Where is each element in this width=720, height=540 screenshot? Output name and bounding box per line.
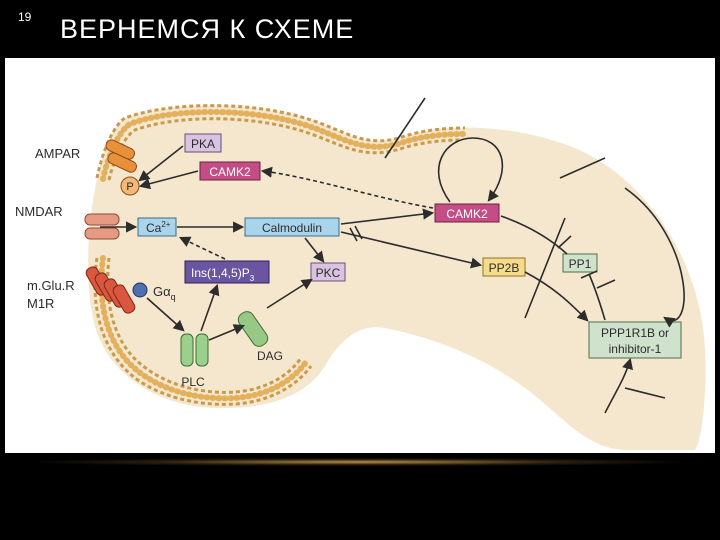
arrow-right-loop [624, 187, 685, 328]
arrow-bottom-to-ppp1r1b [604, 357, 633, 414]
arrow-pka-p [138, 145, 184, 182]
camk2-inner-label: CAMK2 [209, 165, 251, 179]
ppp1r1b-box [588, 321, 682, 359]
spine-membrane-lower [93, 257, 313, 406]
arrow-camk2-autoloop [437, 137, 504, 203]
pka-box [184, 133, 222, 153]
arrow-galpha-plc [146, 297, 185, 332]
nmdar-label: NMDAR [15, 204, 63, 219]
spine-membrane-outer [95, 104, 466, 179]
arrow-calmodulin-pp2b [340, 231, 483, 269]
arrow-calmodulin-pkc [304, 237, 325, 263]
inhibit-pp1-ppp1r1b-bar [596, 279, 616, 289]
arrow-dag-pkc [266, 278, 313, 309]
ins-label: Ins(1,4,5)P3 [191, 266, 255, 283]
ca-label: Ca2+ [146, 220, 171, 235]
crossing-line-2 [524, 217, 566, 319]
plc-enzyme [180, 333, 209, 367]
camk2-outer-label: CAMK2 [446, 207, 488, 221]
inhibit-bar-calmodulin-2 [354, 225, 363, 240]
galpha-label: Gαq [153, 284, 176, 302]
arrow-plc-ins [200, 283, 220, 332]
dag-molecule [237, 311, 269, 347]
arrow-plc-dag [208, 324, 246, 341]
slide-number: 19 [18, 10, 32, 24]
arrow-calmodulin-camk2 [340, 208, 435, 225]
plc-label: PLC [181, 375, 205, 389]
diagram-canvas: AMPAR NMDAR m.Glu.R M1R P PKA CAMK2 Ca2+… [15, 97, 706, 450]
pp2b-label: PP2B [489, 261, 520, 275]
signaling-diagram: AMPAR NMDAR m.Glu.R M1R P PKA CAMK2 Ca2+… [5, 58, 715, 453]
bottom-glow-divider [40, 458, 680, 466]
dendritic-spine-shape [88, 105, 706, 450]
pathway-arrows [100, 97, 685, 414]
inhibit-ppp1r1b-pp1 [588, 273, 606, 321]
spine-membrane-lower-inner [106, 257, 303, 394]
calmodulin-box [244, 217, 340, 237]
camk2-outer-box [434, 203, 500, 223]
dag-label: DAG [257, 349, 283, 363]
ca-box [137, 217, 177, 237]
phospho-p-label: P [126, 181, 133, 193]
pp1-label: PP1 [569, 257, 592, 271]
mglur-label: m.Glu.R [27, 278, 75, 293]
mglur-receptor [85, 266, 136, 314]
membrane-beads-bottom [98, 255, 309, 402]
slide-title: ВЕРНЕМСЯ К СХЕМЕ [60, 14, 355, 44]
inhibit-bar-pp1 [557, 235, 572, 249]
arrow-pp2b-ppp1r1b [524, 271, 589, 322]
pkc-box [310, 262, 346, 282]
g-protein-icon [132, 282, 148, 298]
m1r-label: M1R [27, 296, 54, 311]
pp2b-box [482, 257, 526, 277]
pka-label: PKA [191, 137, 215, 151]
nmdar-receptor [84, 213, 120, 240]
crossing-line-4 [624, 387, 666, 399]
arrow-camk2-p [138, 170, 199, 190]
spine-membrane-inner [107, 117, 462, 181]
ppp1r1b-label-line2: inhibitor-1 [609, 342, 662, 356]
inhibit-bar-ppp1r1b [580, 270, 598, 279]
crossing-line-1 [384, 97, 426, 159]
camk2-inner-box [199, 161, 261, 181]
ppp1r1b-label-line1: PPP1R1B or [601, 326, 669, 340]
pkc-label: PKC [316, 266, 341, 280]
membrane-beads-top [100, 109, 466, 182]
ampar-label: AMPAR [35, 146, 80, 161]
arrow-camk2-outer-inner-dashed [260, 166, 434, 209]
inhibit-bar-calmodulin-1 [349, 227, 358, 242]
calmodulin-label: Calmodulin [262, 221, 322, 235]
ampar-receptor [105, 139, 137, 173]
pp1-box [562, 253, 598, 273]
arrow-ins-ca-dashed [178, 236, 226, 260]
inhibit-camk2-pp1 [500, 215, 568, 255]
ins-box [184, 260, 270, 284]
crossing-line-3 [559, 157, 606, 179]
